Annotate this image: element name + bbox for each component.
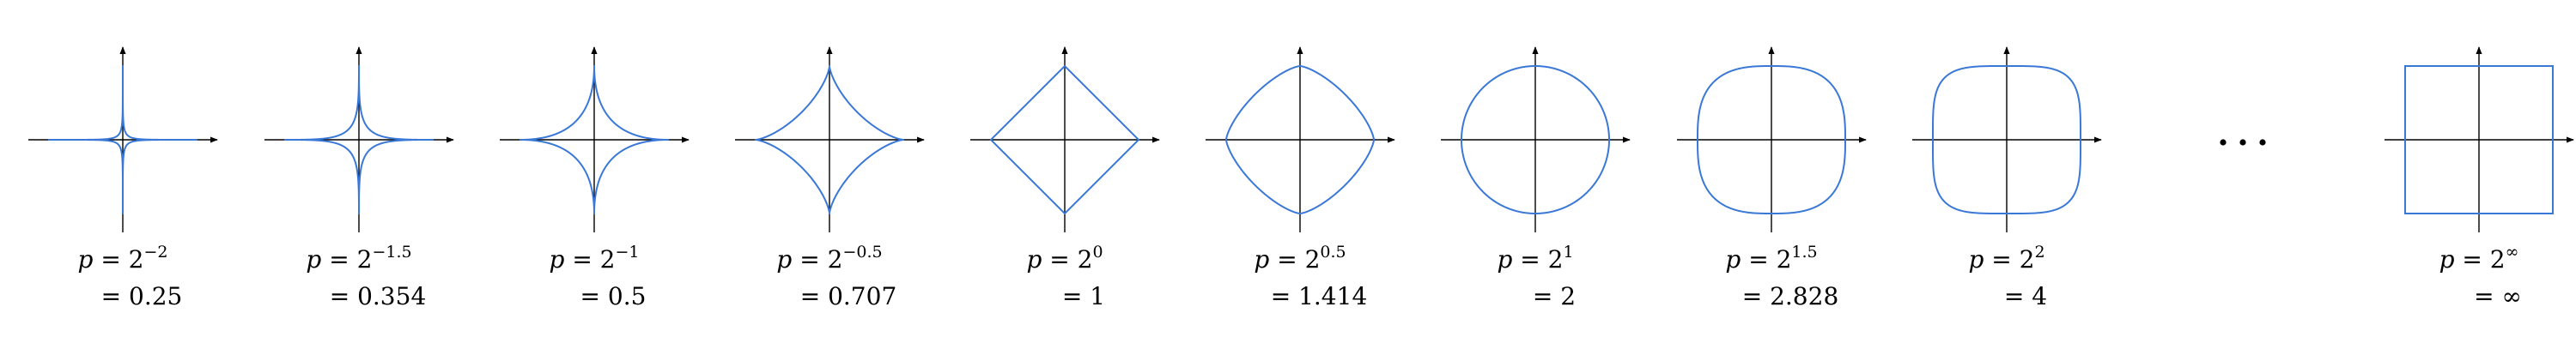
panel-9: p = 2∞ = ∞ — [2385, 46, 2574, 310]
p-variable: p — [306, 245, 321, 274]
panel-1: p = 2−1.5 = 0.354 — [264, 46, 454, 310]
p-label: p = 2−1 — [549, 243, 639, 274]
p-exponent: −2 — [144, 243, 168, 262]
p-label: p = 21 — [1497, 243, 1573, 274]
p-variable: p — [776, 245, 792, 274]
p-value-label: = 1 — [1062, 282, 1105, 310]
p-variable: p — [2439, 245, 2455, 274]
ellipsis — [2220, 139, 2266, 146]
panel-6: p = 21= 2 — [1441, 46, 1631, 310]
panel-8: p = 22 = 4 — [1912, 46, 2102, 310]
unit-ball-curve — [284, 65, 434, 214]
unit-ball-curve — [1697, 65, 1846, 214]
unit-ball-curve — [1932, 65, 2081, 214]
p-variable: p — [77, 245, 93, 274]
p-value-label: = ∞ — [2474, 282, 2522, 310]
p-base: = 2 — [564, 245, 615, 274]
unit-ball-curve — [1225, 65, 1375, 214]
p-variable: p — [1026, 245, 1042, 274]
p-label: p = 2−1.5 — [306, 243, 411, 274]
panel-2: p = 2−1 = 0.5 — [500, 46, 690, 310]
panel-0: p = 2−2 = 0.25 — [28, 46, 218, 310]
p-base: = 2 — [1269, 245, 1320, 274]
p-exponent: 1.5 — [1791, 243, 1817, 262]
p-exponent: −0.5 — [842, 243, 882, 262]
p-value-label: = 0.25 — [101, 282, 183, 310]
unit-ball-curve — [755, 65, 904, 214]
unit-ball-curve — [519, 65, 669, 214]
p-label: p = 2−0.5 — [776, 243, 882, 274]
p-value-label: = 0.5 — [580, 282, 647, 310]
p-variable: p — [1968, 245, 1984, 274]
panel-4: p = 20 = 1 — [970, 46, 1160, 310]
p-label: p = 22 — [1968, 243, 2044, 274]
p-variable: p — [1254, 245, 1269, 274]
p-value-label: = 2 — [1533, 282, 1576, 310]
p-exponent: 2 — [2034, 243, 2044, 262]
unit-ball-curve — [2404, 65, 2554, 214]
p-variable: p — [1725, 245, 1741, 274]
p-base: = 2 — [1512, 245, 1563, 274]
panel-3: p = 2−0.5 = 0.707 — [735, 46, 925, 310]
p-exponent: ∞ — [2506, 243, 2519, 262]
panel-7: p = 21.5 = 2.828 — [1677, 46, 1867, 310]
panel-5: p = 20.5 = 1.414 — [1206, 46, 1395, 310]
ellipsis-dot — [2259, 139, 2266, 146]
ellipsis-dot — [2239, 139, 2246, 146]
p-base: = 2 — [792, 245, 842, 274]
p-base: = 2 — [1741, 245, 1791, 274]
p-value-label: = 4 — [2004, 282, 2047, 310]
p-label: p = 20 — [1026, 243, 1103, 274]
p-value-label: = 2.828 — [1742, 282, 1839, 310]
p-variable: p — [549, 245, 564, 274]
p-base: = 2 — [1042, 245, 1092, 274]
p-label: p = 2∞ — [2439, 243, 2519, 274]
ellipsis-dot — [2220, 139, 2227, 146]
p-value-label: = 1.414 — [1271, 282, 1368, 310]
p-value-label: = 0.354 — [330, 282, 427, 310]
p-base: = 2 — [1984, 245, 2034, 274]
p-label: p = 21.5 — [1725, 243, 1817, 274]
p-exponent: −1 — [616, 243, 640, 262]
p-value-label: = 0.707 — [800, 282, 897, 310]
p-label: p = 20.5 — [1254, 243, 1346, 274]
p-variable: p — [1497, 245, 1512, 274]
p-base: = 2 — [2455, 245, 2506, 274]
unit-ball-curve — [48, 65, 197, 214]
p-exponent: 0.5 — [1320, 243, 1346, 262]
p-base: = 2 — [321, 245, 372, 274]
p-label: p = 2−2 — [77, 243, 167, 274]
p-base: = 2 — [93, 245, 143, 274]
p-exponent: −1.5 — [372, 243, 411, 262]
p-exponent: 1 — [1563, 243, 1573, 262]
unit-ball-curve — [990, 65, 1139, 214]
unit-ball-curve — [1461, 65, 1610, 214]
p-exponent: 0 — [1092, 243, 1103, 262]
